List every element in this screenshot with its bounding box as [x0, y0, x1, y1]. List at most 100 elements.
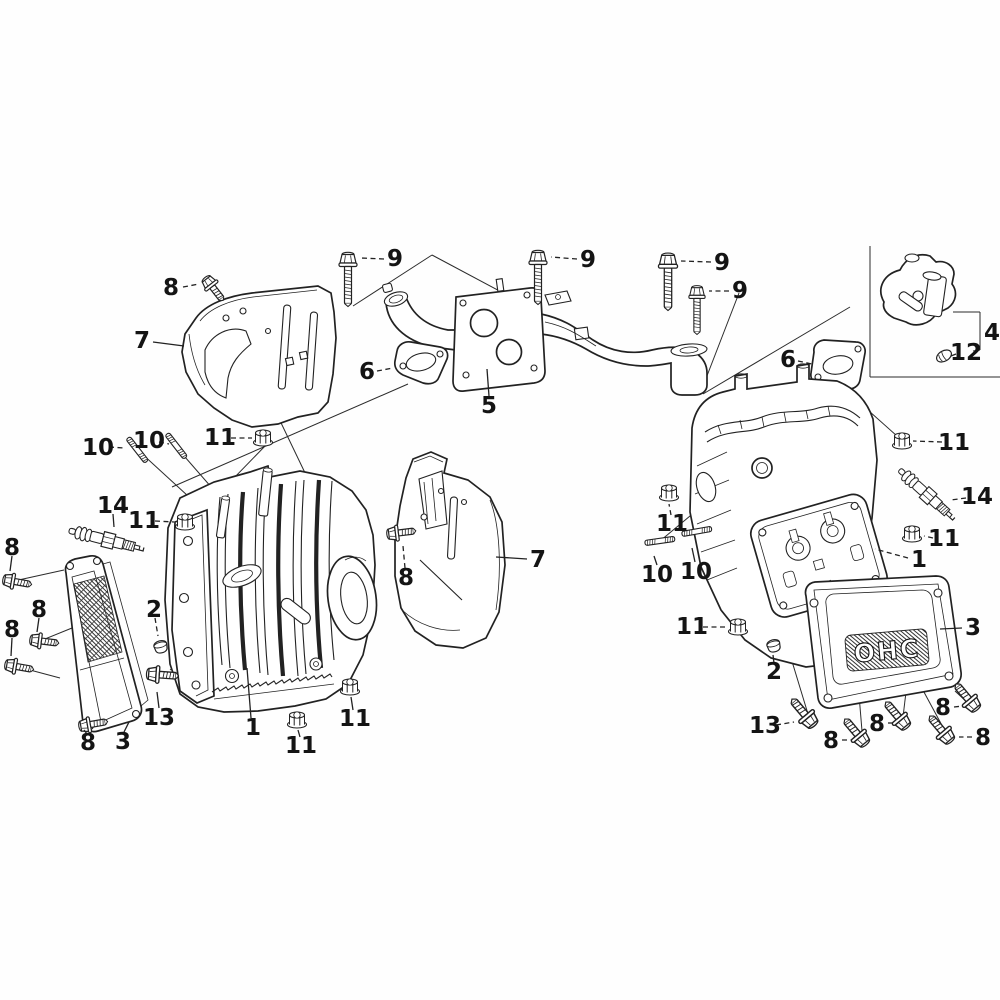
flange-nut-icon	[252, 429, 274, 447]
callout-label-4: 4	[984, 320, 1000, 346]
callout-leader-line	[297, 729, 301, 738]
callout-leader-line	[350, 696, 354, 711]
callout-label-1: 1	[245, 715, 261, 741]
zone-line	[790, 657, 809, 715]
callout-leader-line	[495, 556, 528, 560]
callout-label-8: 8	[869, 711, 885, 737]
callout-leader-line	[10, 637, 13, 657]
callout-leader-line	[953, 705, 964, 708]
flange-nut-icon	[891, 432, 913, 450]
callout-label-13: 13	[143, 705, 175, 731]
callout-leader-line	[360, 257, 385, 260]
callout-label-3: 3	[115, 729, 131, 755]
callout-label-6: 6	[359, 359, 375, 385]
callout-leader-line	[653, 555, 658, 566]
inset-border	[869, 246, 1000, 378]
callout-leader-line	[486, 368, 490, 397]
callout-label-3: 3	[965, 615, 981, 641]
callout-label-7: 7	[530, 547, 546, 573]
callout-label-6: 6	[780, 347, 796, 373]
flange-nut-icon	[339, 678, 361, 696]
callout-leader-line	[9, 555, 13, 572]
callout-label-11: 11	[339, 706, 371, 732]
callout-label-9: 9	[580, 247, 596, 273]
callout-leader-line	[950, 497, 967, 501]
callout-label-7: 7	[134, 328, 150, 354]
flange-nut-icon	[727, 618, 749, 636]
cylinder-head-left	[164, 464, 378, 713]
intake-manifold	[382, 278, 708, 396]
callout-leader-line	[950, 353, 957, 357]
manifold-gasket-left	[393, 341, 449, 385]
zone-line	[352, 254, 433, 307]
callout-label-14: 14	[97, 493, 129, 519]
callout-leader-line	[912, 440, 943, 443]
callout-leader-line	[158, 441, 170, 445]
callout-label-8: 8	[975, 725, 991, 751]
callout-leader-line	[156, 691, 160, 709]
callout-leader-line	[154, 520, 175, 523]
label-4-bracket	[953, 311, 981, 352]
callout-label-8: 8	[31, 597, 47, 623]
flange-nut-icon	[286, 711, 308, 729]
inset-part-4	[880, 253, 957, 326]
callout-leader-line	[668, 503, 672, 516]
callout-leader-line	[550, 256, 578, 260]
callout-leader-line	[775, 721, 795, 726]
callout-label-11: 11	[656, 511, 688, 537]
callout-leader-line	[108, 446, 125, 449]
callout-label-5: 5	[481, 393, 497, 419]
callout-leader-line	[246, 667, 252, 719]
callout-label-14: 14	[961, 484, 993, 510]
callout-leader-line	[83, 729, 88, 735]
callout-label-8: 8	[4, 535, 20, 561]
callout-label-11: 11	[204, 425, 236, 451]
callout-label-11: 11	[928, 526, 960, 552]
callout-leader-line	[36, 617, 40, 633]
callout-label-9: 9	[732, 278, 748, 304]
zone-line	[704, 292, 740, 382]
callout-label-11: 11	[938, 430, 970, 456]
callout-label-2: 2	[146, 597, 162, 623]
callout-leader-line	[112, 513, 115, 528]
callout-leaders-layer	[9, 256, 972, 741]
callout-label-9: 9	[387, 246, 403, 272]
callout-label-11: 11	[285, 733, 317, 759]
callout-leader-line	[402, 545, 406, 569]
flange-nut-icon	[658, 484, 680, 502]
callout-label-10: 10	[641, 562, 673, 588]
callout-leader-line	[152, 341, 185, 347]
callout-leader-line	[772, 654, 775, 664]
inset-box	[869, 246, 1000, 378]
callout-label-8: 8	[823, 728, 839, 754]
callout-label-9: 9	[714, 250, 730, 276]
callout-label-10: 10	[82, 435, 114, 461]
callout-label-11: 11	[128, 508, 160, 534]
callout-leader-line	[874, 548, 909, 559]
callout-leader-line	[376, 367, 394, 372]
flange-nut-icon	[174, 513, 196, 531]
callout-label-10: 10	[680, 559, 712, 585]
callout-leader-line	[691, 547, 696, 563]
callout-label-12: 12	[950, 340, 982, 366]
callout-label-1: 1	[911, 547, 927, 573]
callout-label-8: 8	[163, 275, 179, 301]
zone-line	[13, 569, 65, 582]
callout-leader-line	[797, 360, 813, 365]
callout-leader-line	[182, 283, 200, 288]
callout-label-11: 11	[676, 614, 708, 640]
callout-label-2: 2	[766, 659, 782, 685]
callout-leader-line	[154, 617, 159, 637]
heat-shield-left	[181, 285, 337, 428]
callout-label-8: 8	[398, 565, 414, 591]
callout-leader-line	[939, 627, 963, 630]
callout-label-10: 10	[133, 428, 165, 454]
callout-label-8: 8	[935, 695, 951, 721]
flange-nut-icon	[901, 525, 923, 543]
cover-emboss-text: OHC	[853, 634, 922, 669]
valve-cover-left	[64, 554, 149, 733]
callout-label-8: 8	[80, 730, 96, 756]
